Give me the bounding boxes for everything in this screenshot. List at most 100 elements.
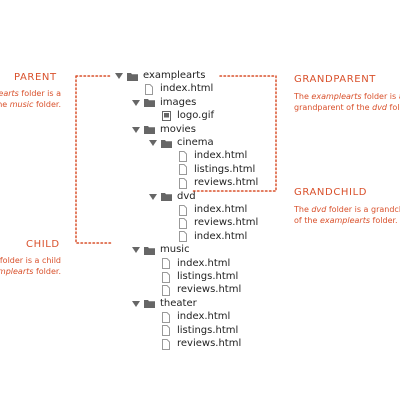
annotation-text-run: folder. — [389, 103, 400, 112]
tree-node-label: cinema — [177, 137, 214, 148]
file-icon — [162, 325, 170, 337]
tree-node-label: dvd — [177, 190, 196, 202]
tree-folder-row[interactable]: examplearts — [114, 69, 205, 83]
annotation-text-run: grandparent of the — [294, 103, 373, 112]
tree-node-label: index.html — [177, 257, 231, 269]
tree-file-row[interactable]: logo.gif — [148, 109, 214, 123]
tree-node-label: reviews.html — [194, 177, 259, 189]
tree-folder-row[interactable]: theater — [131, 297, 197, 311]
file-icon — [162, 311, 170, 323]
tree-toggle — [165, 230, 175, 244]
tree-node-icon — [177, 149, 189, 163]
tree-toggle[interactable] — [114, 69, 124, 83]
tree-node-label: index.html — [194, 150, 248, 162]
tree-node-label: logo.gif — [177, 110, 215, 122]
folder-icon — [143, 126, 155, 135]
tree-file-row[interactable]: index.html — [165, 203, 247, 217]
tree-folder-row[interactable]: movies — [131, 123, 196, 137]
folder-icon — [160, 193, 172, 202]
grandparent-annotation-line-1: The examplearts folder is a — [294, 91, 400, 102]
child-annotation-line-1: folder is a child — [0, 255, 61, 266]
annotation-text-run: dvd — [311, 205, 327, 214]
expand-triangle-icon — [132, 300, 140, 307]
grandparent-annotation-title: GRANDPARENT — [294, 74, 377, 85]
tree-toggle — [165, 163, 175, 177]
tree-toggle[interactable] — [148, 190, 158, 204]
tree-node-icon — [177, 216, 189, 230]
tree-node-label: theater — [160, 297, 197, 309]
tree-node-icon — [143, 243, 155, 257]
tree-file-row[interactable]: index.html — [165, 149, 247, 163]
annotation-text-run: mplearts — [0, 267, 34, 276]
tree-toggle — [165, 149, 175, 163]
expand-triangle-icon — [132, 247, 140, 254]
tree-node-label: listings.html — [177, 271, 239, 282]
tree-toggle — [165, 203, 175, 217]
tree-file-row[interactable]: reviews.html — [165, 216, 258, 230]
parent-connector-line — [75, 75, 113, 244]
tree-node-label: listings.html — [177, 324, 239, 336]
tree-file-row[interactable]: listings.html — [148, 270, 238, 284]
tree-file-row[interactable]: listings.html — [148, 324, 238, 338]
annotation-text-run: folder is a child — [0, 256, 61, 265]
tree-toggle — [148, 109, 158, 123]
tree-node-icon — [177, 203, 189, 217]
child-annotation-line-2: mplearts folder. — [0, 266, 61, 277]
tree-toggle[interactable] — [131, 123, 141, 137]
tree-node-label: movies — [160, 123, 196, 135]
tree-node-icon — [126, 69, 138, 83]
tree-folder-row[interactable]: music — [131, 243, 190, 257]
annotation-text-run: The — [294, 205, 312, 214]
tree-file-row[interactable]: index.html — [148, 257, 230, 271]
folder-icon — [126, 72, 138, 81]
annotation-text-run: mplearts — [0, 89, 19, 98]
tree-node-icon — [143, 123, 155, 137]
expand-triangle-icon — [132, 99, 140, 106]
tree-node-label: reviews.html — [177, 284, 242, 296]
tree-node-icon — [143, 82, 155, 96]
tree-file-row[interactable]: reviews.html — [148, 337, 241, 351]
annotation-text-run: The — [294, 92, 312, 101]
tree-node-icon — [160, 109, 172, 123]
tree-node-icon — [160, 283, 172, 297]
tree-toggle[interactable] — [131, 297, 141, 311]
tree-file-row[interactable]: reviews.html — [148, 283, 241, 297]
tree-node-icon — [160, 190, 172, 204]
annotation-text-run: of the — [294, 216, 320, 225]
tree-node-icon — [143, 297, 155, 311]
tree-folder-row[interactable]: images — [131, 96, 196, 110]
tree-node-label: reviews.html — [177, 338, 242, 349]
tree-toggle[interactable] — [131, 243, 141, 257]
expand-triangle-icon — [149, 193, 157, 200]
tree-node-icon — [160, 270, 172, 284]
tree-toggle[interactable] — [131, 96, 141, 110]
tree-file-row[interactable]: reviews.html — [165, 176, 258, 190]
image-file-icon — [161, 111, 171, 122]
expand-triangle-icon — [132, 126, 140, 133]
tree-node-label: index.html — [194, 204, 248, 215]
tree-file-row[interactable]: listings.html — [165, 163, 255, 177]
child-annotation-title: CHILD — [26, 239, 60, 250]
annotation-text-run: he — [0, 100, 8, 109]
tree-folder-row[interactable]: cinema — [148, 136, 214, 150]
tree-folder-row[interactable]: dvd — [148, 190, 196, 204]
annotation-text-run: folder is a — [361, 92, 400, 101]
tree-file-row[interactable]: index.html — [148, 310, 230, 324]
tree-toggle — [148, 310, 158, 324]
tree-toggle[interactable] — [148, 136, 158, 150]
tree-file-row[interactable]: index.html — [131, 82, 213, 96]
tree-node-icon — [177, 230, 189, 244]
grandparent-connector-line — [191, 75, 277, 192]
folder-icon — [143, 300, 155, 309]
parent-annotation-line-1: examplearts folder is a — [0, 88, 61, 99]
grandchild-annotation-line-2: of the examplearts folder. — [294, 215, 398, 226]
tree-toggle — [148, 283, 158, 297]
tree-node-icon — [177, 163, 189, 177]
tree-node-label: music — [160, 244, 190, 256]
tree-toggle — [148, 257, 158, 271]
tree-toggle — [131, 82, 141, 96]
tree-file-row[interactable]: index.html — [165, 230, 247, 244]
expand-triangle-icon — [115, 73, 123, 79]
annotation-text-run: folder. — [370, 216, 398, 225]
file-icon — [179, 231, 187, 243]
